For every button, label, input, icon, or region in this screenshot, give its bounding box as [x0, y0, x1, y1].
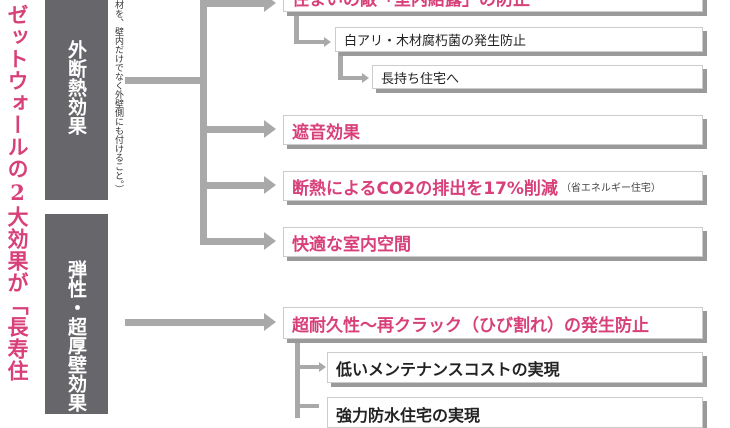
connector-trunk	[200, 0, 207, 245]
effect-text: 低いメンテナンスコストの実現	[336, 359, 560, 379]
effect-waterproof-box: 強力防水住宅の実現	[327, 397, 703, 428]
effect-note: （省エネルギー住宅）	[560, 182, 661, 194]
effect-text: 超耐久性〜再クラック（ひび割れ）の発生防止	[292, 315, 649, 336]
connector-line	[294, 40, 324, 44]
category-external-insulation: 外断熱効果	[45, 0, 108, 200]
connector-line	[338, 76, 362, 80]
connector-line	[294, 12, 299, 44]
effect-durability-box: 超耐久性〜再クラック（ひび割れ）の発生防止	[283, 307, 703, 339]
effect-soundproof-box: 遮音効果	[283, 115, 703, 145]
connector-line	[338, 52, 343, 79]
connector-line	[207, 126, 265, 133]
arrow-icon	[319, 362, 326, 372]
effect-co2-box: 断熱によるCO2の排出を17%削減（省エネルギー住宅）	[283, 171, 703, 201]
effect-condensation-box: 住まいの敵「室内結露」の防止	[283, 0, 703, 12]
effect-text: 快適な室内空間	[292, 234, 411, 255]
arrow-icon	[264, 176, 276, 194]
effect-text: 長持ち住宅へ	[381, 71, 460, 87]
effect-text: 遮音効果	[292, 122, 360, 143]
connector-line	[207, 0, 265, 7]
effect-longevity-box: 長持ち住宅へ	[372, 65, 703, 89]
connector-line	[125, 319, 265, 326]
category-elastic-thick-wall: 弾性・超厚壁効果	[45, 214, 108, 414]
connector-line	[295, 338, 300, 418]
arrow-icon	[264, 232, 276, 250]
category-label: 弾性・超厚壁効果	[65, 260, 87, 412]
arrow-icon	[324, 37, 331, 47]
arrow-icon	[264, 313, 276, 331]
connector-line	[125, 77, 207, 84]
arrow-icon	[264, 0, 276, 12]
connector-line	[207, 238, 265, 245]
effect-text: 住まいの敵「室内結露」の防止	[292, 0, 530, 10]
effect-comfort-box: 快適な室内空間	[283, 227, 703, 257]
connector-line	[295, 365, 319, 369]
connector-line	[295, 404, 319, 408]
main-title: ゼットウォールの2大効果が「長寿住宅」を生みます。	[5, 4, 30, 382]
arrow-icon	[264, 120, 276, 138]
effect-maintenance-box: 低いメンテナンスコストの実現	[327, 352, 703, 383]
note-text: 材を、壁内だけでなく外壁側にも付けること。）	[113, 0, 123, 194]
effect-text: 白アリ・木材腐朽菌の発生防止	[344, 34, 527, 49]
effect-termite-box: 白アリ・木材腐朽菌の発生防止	[335, 27, 703, 52]
category-label: 外断熱効果	[65, 40, 87, 135]
effect-text: 強力防水住宅の実現	[336, 406, 481, 425]
effect-text: 断熱によるCO2の排出を17%削減	[292, 178, 558, 199]
arrow-icon	[362, 73, 369, 83]
connector-line	[207, 182, 265, 189]
